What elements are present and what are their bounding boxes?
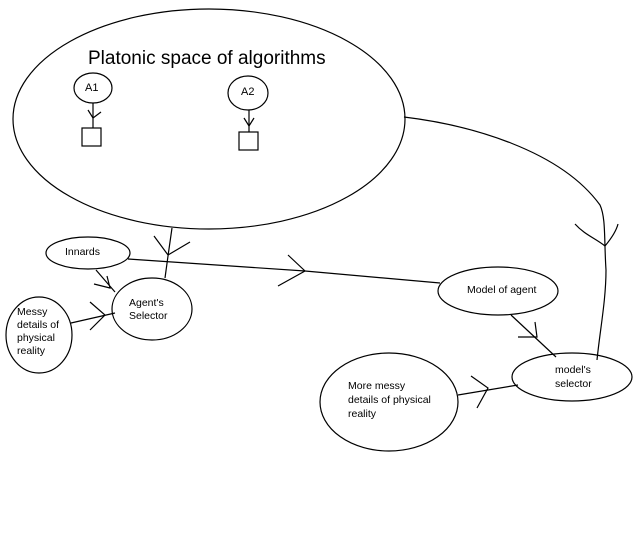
edge-messy-to-agent-selector (70, 312, 116, 324)
arrowhead-more-messy-models-selector (470, 375, 489, 409)
edge-innards-to-model (127, 258, 441, 284)
a1-label: A1 (85, 82, 99, 94)
a2-node (227, 75, 269, 111)
arrowhead-messy-agent (89, 301, 106, 331)
model-of-agent-label: Model of agent (467, 284, 537, 296)
arrowhead-a2 (243, 117, 255, 128)
innards-label: Innards (65, 246, 101, 258)
arrowhead-innards-model (277, 254, 307, 287)
edge-platonic-to-models-selector (403, 116, 607, 361)
messy-label-1: Messy (17, 306, 48, 318)
platonic-space-label: Platonic space of algorithms (88, 48, 326, 69)
model-of-agent-node (437, 266, 559, 316)
more-messy-label-1: More messy (348, 380, 406, 392)
agent-selector-label-1: Agent's (129, 297, 164, 309)
platonic-space-node (12, 8, 406, 230)
a1-output-box (81, 127, 102, 147)
models-selector-label-2: selector (555, 378, 592, 390)
messy-label-3: physical (17, 332, 55, 344)
edge-platonic-to-agent-selector (164, 227, 173, 279)
agent-selector-label-2: Selector (129, 310, 168, 322)
more-messy-label-3: reality (348, 408, 377, 420)
messy-label-4: reality (17, 345, 46, 357)
more-messy-label-2: details of physical (348, 394, 431, 406)
innards-node (45, 236, 131, 270)
arrowhead-innards-agent (93, 275, 111, 289)
a2-output-box (238, 131, 259, 151)
models-selector-node (511, 352, 633, 402)
more-messy-details-node (319, 352, 459, 452)
models-selector-label-1: model's (555, 364, 591, 376)
a2-label: A2 (241, 86, 255, 98)
edge-model-to-models-selector (510, 314, 557, 358)
arrowhead-model-models-selector (518, 321, 538, 338)
edge-innards-to-agent-selector (95, 269, 116, 293)
arrowhead-a1 (87, 109, 102, 119)
arrowhead-platonic-models-selector (574, 223, 619, 247)
messy-label-2: details of (17, 319, 60, 331)
edge-more-messy-to-models-selector (457, 384, 519, 396)
arrowhead-platonic-agent-selector (153, 235, 191, 256)
agent-selector-node (111, 277, 193, 341)
messy-details-node (5, 296, 73, 374)
